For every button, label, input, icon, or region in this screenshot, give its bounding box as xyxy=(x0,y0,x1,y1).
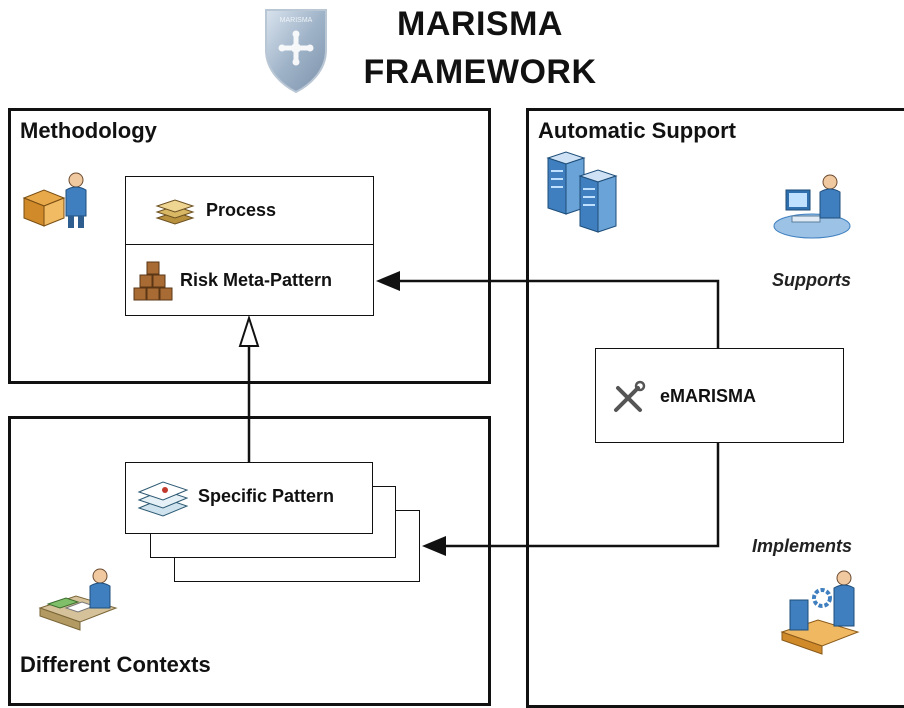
specific-pattern-label: Specific Pattern xyxy=(198,486,335,506)
risk-meta-pattern-box[interactable] xyxy=(125,244,374,316)
emarisma-label: eMARISMA xyxy=(660,386,757,406)
implements-arrowhead xyxy=(422,536,446,556)
logo-text: MARISMA xyxy=(280,17,313,24)
boxes-pyramid-icon xyxy=(133,261,173,301)
process-label: Process xyxy=(206,200,277,220)
implements-label: Implements xyxy=(752,536,853,556)
person-operating-machine-icon xyxy=(780,570,860,655)
servers-icon xyxy=(546,151,618,233)
implements-line xyxy=(444,443,720,548)
tools-wrench-screwdriver-icon xyxy=(614,380,646,412)
documents-stack-icon xyxy=(137,481,189,517)
person-reviewing-documents-icon xyxy=(38,568,118,631)
worker-with-box-icon xyxy=(22,172,87,228)
automatic-support-label: Automatic Support xyxy=(538,118,736,143)
stack-papers-icon xyxy=(155,199,195,225)
methodology-label: Methodology xyxy=(20,118,157,143)
person-at-computer-icon xyxy=(773,174,851,239)
marisma-shield-logo: MARISMA xyxy=(265,9,327,94)
title-line-1: MARISMA xyxy=(397,5,563,43)
supports-arrowhead xyxy=(376,271,400,291)
emarisma-box[interactable] xyxy=(595,348,844,443)
supports-label: Supports xyxy=(772,270,851,290)
risk-meta-pattern-label: Risk Meta-Pattern xyxy=(180,270,333,290)
title-line-2: FRAMEWORK xyxy=(363,53,597,91)
inheritance-arrowhead xyxy=(238,314,260,347)
different-contexts-label: Different Contexts xyxy=(20,652,211,677)
supports-line xyxy=(398,279,720,348)
